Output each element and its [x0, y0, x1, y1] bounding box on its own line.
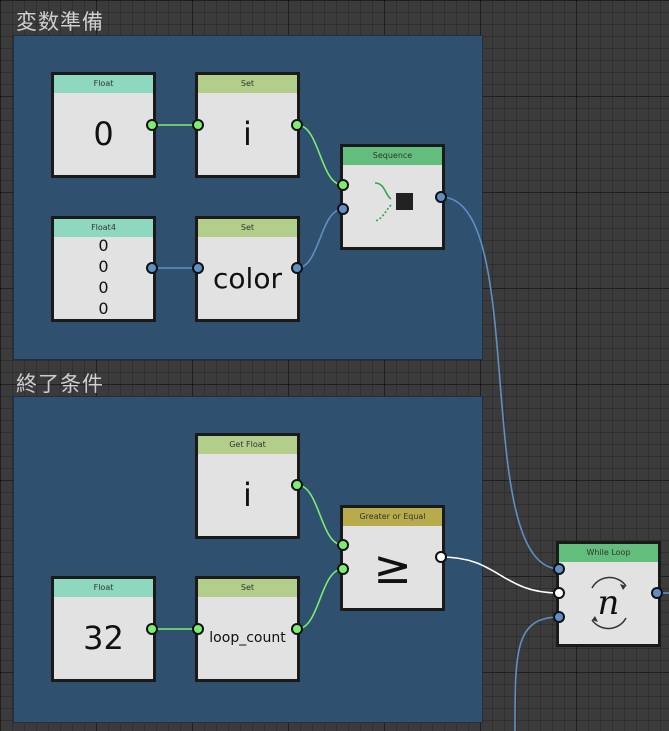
- output-port[interactable]: [435, 551, 447, 563]
- output-port[interactable]: [291, 623, 303, 635]
- node-header: Sequence: [343, 147, 442, 165]
- group-title-vars: 変数準備: [16, 10, 104, 34]
- node-header: Float: [54, 579, 153, 597]
- variable-name[interactable]: i: [243, 476, 252, 514]
- node-header: Set: [198, 75, 297, 93]
- output-port[interactable]: [291, 479, 303, 491]
- float-node-32[interactable]: Float 32: [51, 576, 156, 682]
- variable-name[interactable]: i: [243, 115, 252, 153]
- greater-equal-icon: ≥: [373, 540, 412, 594]
- float4-w[interactable]: 0: [98, 299, 109, 318]
- float-value[interactable]: 32: [83, 619, 124, 657]
- float4-z[interactable]: 0: [98, 278, 109, 297]
- float4-values: 0 0 0 0: [54, 235, 153, 319]
- node-header: Float4: [54, 219, 153, 237]
- wire-sequence-while: [440, 196, 561, 570]
- set-node-loop-count[interactable]: Set loop_count: [195, 576, 300, 682]
- node-header: Get Float: [198, 436, 297, 454]
- output-port[interactable]: [291, 119, 303, 131]
- wire-ge-while: [440, 556, 561, 594]
- input-port[interactable]: [192, 119, 204, 131]
- variable-name[interactable]: color: [213, 261, 282, 295]
- float-value[interactable]: 0: [93, 115, 114, 153]
- node-header: Set: [198, 219, 297, 237]
- input-port[interactable]: [553, 587, 565, 599]
- float-node-0[interactable]: Float 0: [51, 72, 156, 178]
- input-port[interactable]: [553, 611, 565, 623]
- input-port[interactable]: [337, 539, 349, 551]
- wire-get-float-ge: [296, 484, 344, 546]
- wire-set-i-sequence: [296, 124, 344, 186]
- node-header: Float: [54, 75, 153, 93]
- loop-icon: n: [559, 562, 658, 644]
- sequence-icon: [374, 182, 413, 222]
- sequence-node[interactable]: Sequence: [340, 144, 445, 250]
- output-port[interactable]: [291, 262, 303, 274]
- input-port[interactable]: [337, 179, 349, 191]
- node-header: While Loop: [559, 544, 658, 562]
- wire-set-color-sequence: [296, 208, 344, 269]
- float4-node[interactable]: Float4 0 0 0 0: [51, 216, 156, 322]
- output-port[interactable]: [435, 191, 447, 203]
- while-loop-node[interactable]: While Loop n: [556, 541, 661, 647]
- float4-y[interactable]: 0: [98, 257, 109, 276]
- group-title-end: 終了条件: [16, 372, 104, 396]
- wire-set-loop-ge: [296, 568, 344, 630]
- input-port[interactable]: [192, 623, 204, 635]
- node-header: Set: [198, 579, 297, 597]
- output-port[interactable]: [651, 587, 663, 599]
- output-port[interactable]: [146, 623, 158, 635]
- input-port[interactable]: [337, 563, 349, 575]
- output-port[interactable]: [146, 262, 158, 274]
- wire-while-down: [514, 616, 561, 731]
- input-port[interactable]: [337, 203, 349, 215]
- get-float-node[interactable]: Get Float i: [195, 433, 300, 539]
- float4-x[interactable]: 0: [98, 236, 109, 255]
- loop-symbol: n: [597, 583, 620, 623]
- greater-or-equal-node[interactable]: Greater or Equal ≥: [340, 505, 445, 611]
- node-header: Greater or Equal: [343, 508, 442, 526]
- output-port[interactable]: [146, 119, 158, 131]
- set-node-color[interactable]: Set color: [195, 216, 300, 322]
- set-node-i[interactable]: Set i: [195, 72, 300, 178]
- variable-name[interactable]: loop_count: [209, 630, 286, 646]
- input-port[interactable]: [553, 563, 565, 575]
- input-port[interactable]: [192, 262, 204, 274]
